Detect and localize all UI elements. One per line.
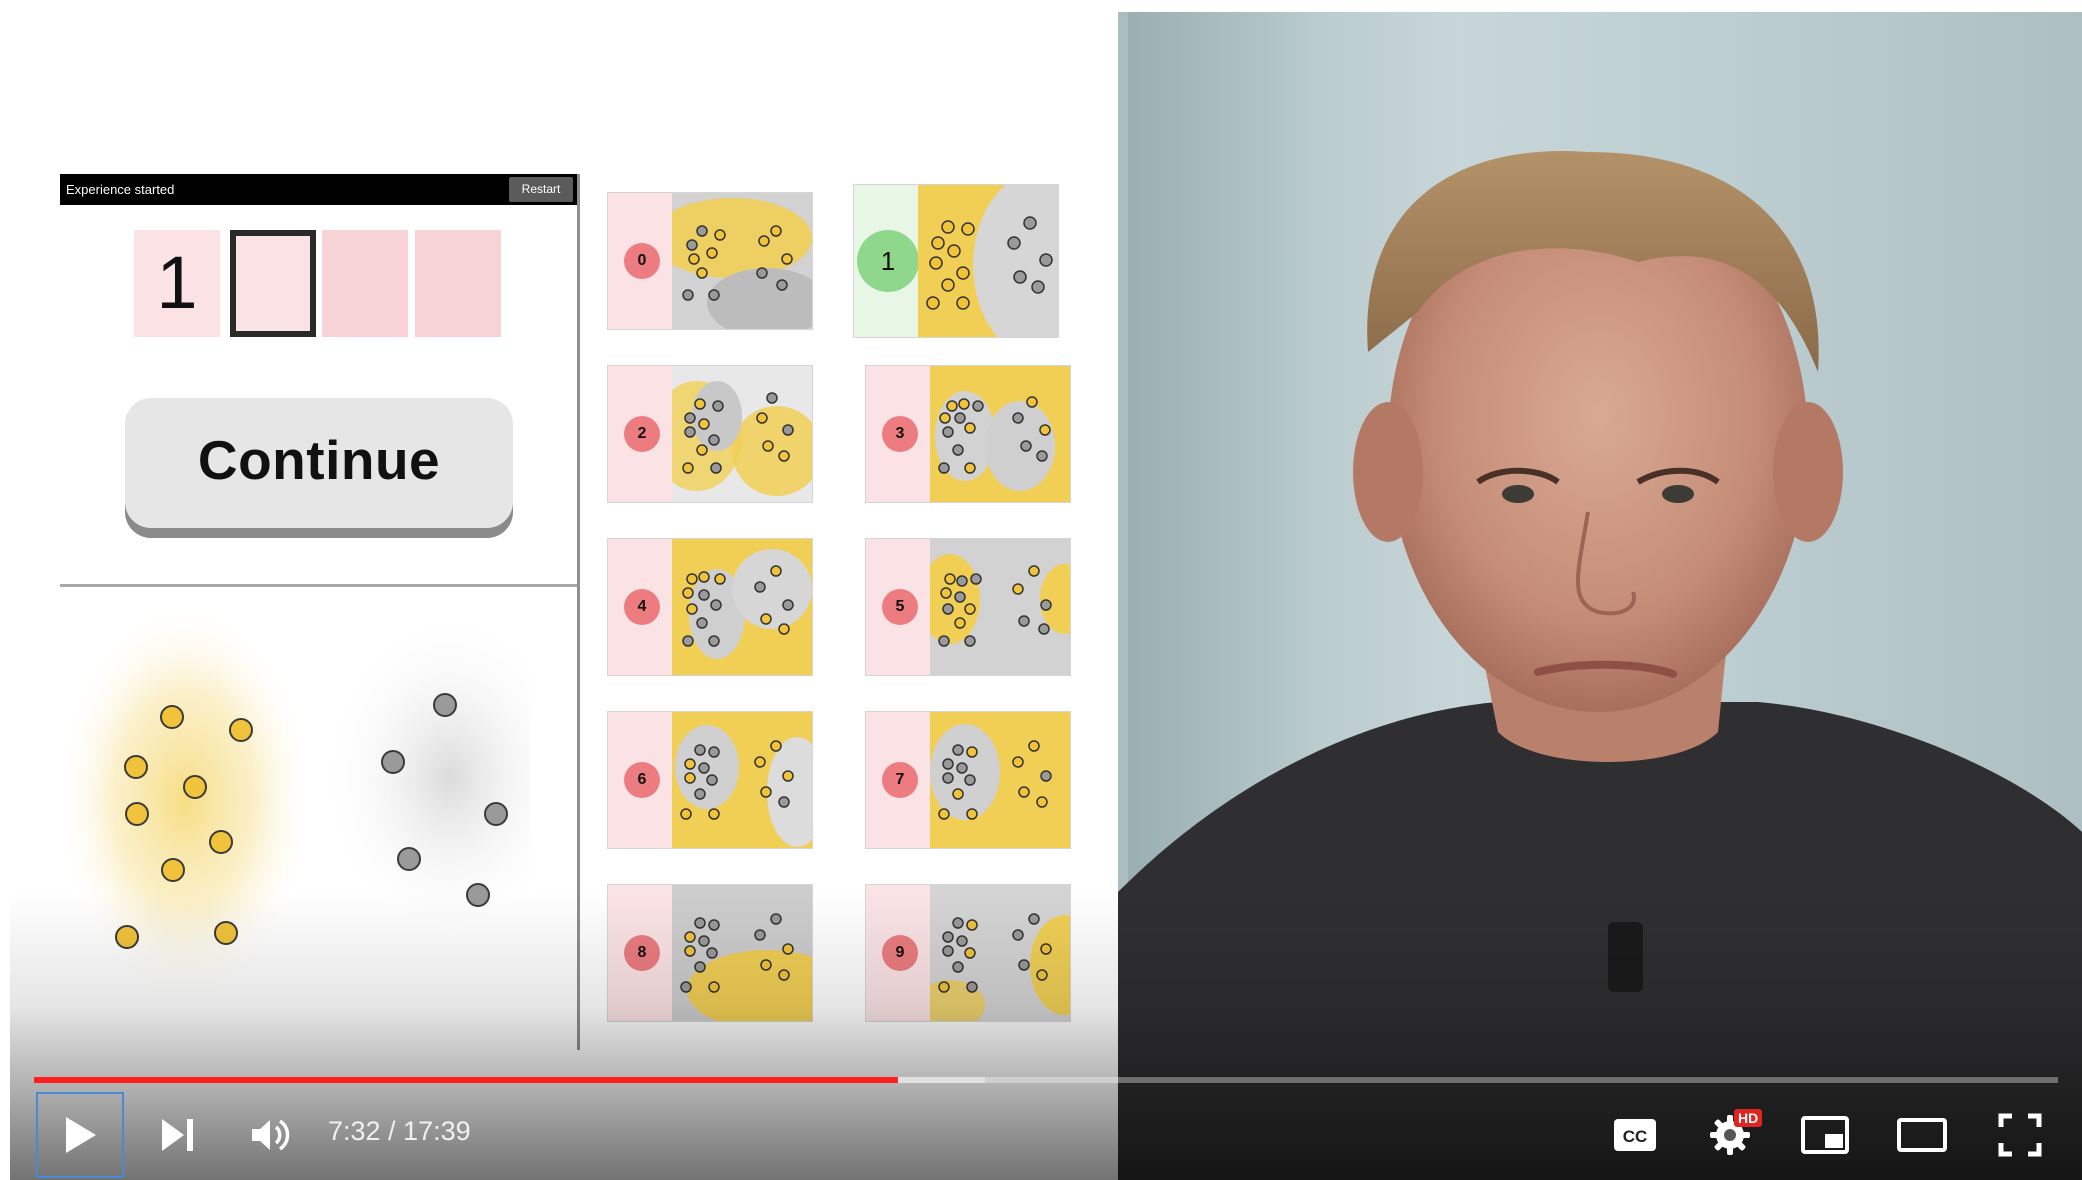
fullscreen-button[interactable] <box>1980 1092 2060 1178</box>
option-tile-3[interactable]: 3 <box>865 365 1071 503</box>
play-icon <box>66 1117 96 1153</box>
tile-map-0 <box>672 193 812 329</box>
skip-next-icon <box>162 1119 193 1151</box>
settings-button[interactable] <box>1690 1092 1770 1178</box>
tile-map-5 <box>930 539 1070 675</box>
option-tile-5[interactable]: 5 <box>865 538 1071 676</box>
horizontal-divider <box>60 584 578 587</box>
gear-icon <box>1710 1115 1750 1155</box>
answer-slot-1: 1 <box>134 230 220 337</box>
closed-captions-icon: CC <box>1614 1119 1656 1151</box>
video-frame[interactable]: Experience started Restart 1 Continue <box>10 12 2082 1180</box>
progress-bar[interactable] <box>34 1077 2058 1083</box>
theater-mode-icon <box>1897 1118 1947 1152</box>
svg-text:CC: CC <box>1623 1127 1648 1146</box>
fullscreen-icon <box>1998 1113 2042 1157</box>
tile-label: 1 <box>857 230 919 292</box>
tile-label: 0 <box>624 243 660 279</box>
answer-slot-3 <box>322 230 408 337</box>
option-tile-2[interactable]: 2 <box>607 365 813 503</box>
tile-map-7 <box>930 712 1070 848</box>
experiment-status: Experience started <box>66 182 175 197</box>
time-display: 7:32 / 17:39 <box>328 1116 471 1146</box>
vertical-divider <box>577 174 580 1050</box>
option-tile-0[interactable]: 0 <box>607 192 813 330</box>
tile-label: 2 <box>624 416 660 452</box>
next-button[interactable] <box>138 1092 218 1178</box>
tile-label: 5 <box>882 589 918 625</box>
subtitles-button[interactable]: CC <box>1595 1092 1675 1178</box>
tile-label: 6 <box>624 762 660 798</box>
option-tile-4[interactable]: 4 <box>607 538 813 676</box>
miniplayer-icon <box>1801 1116 1849 1154</box>
hd-badge: HD <box>1734 1109 1763 1127</box>
answer-digit: 1 <box>156 241 198 324</box>
miniplayer-button[interactable] <box>1785 1092 1865 1178</box>
experiment-header: Experience started Restart <box>60 174 578 205</box>
option-tile-1-selected[interactable]: 1 <box>853 184 1059 338</box>
tile-map-2 <box>672 366 812 502</box>
theater-mode-button[interactable] <box>1882 1092 1962 1178</box>
continue-label: Continue <box>197 429 441 491</box>
tile-map-4 <box>672 539 812 675</box>
tile-map-6 <box>672 712 812 848</box>
volume-button[interactable] <box>232 1092 312 1178</box>
tile-label: 4 <box>624 589 660 625</box>
tile-map-3 <box>930 366 1070 502</box>
tile-label: 7 <box>882 762 918 798</box>
tile-label: 3 <box>882 416 918 452</box>
continue-button[interactable]: Continue <box>125 398 513 528</box>
controls-gradient <box>10 892 2082 1180</box>
played-bar <box>34 1077 898 1083</box>
volume-icon <box>252 1119 290 1151</box>
play-button[interactable] <box>36 1092 124 1178</box>
tile-map-1 <box>918 185 1058 337</box>
option-tile-7[interactable]: 7 <box>865 711 1071 849</box>
answer-slot-4 <box>415 230 501 337</box>
restart-button[interactable]: Restart <box>509 177 573 202</box>
answer-slot-2-active <box>230 230 316 337</box>
option-tile-6[interactable]: 6 <box>607 711 813 849</box>
